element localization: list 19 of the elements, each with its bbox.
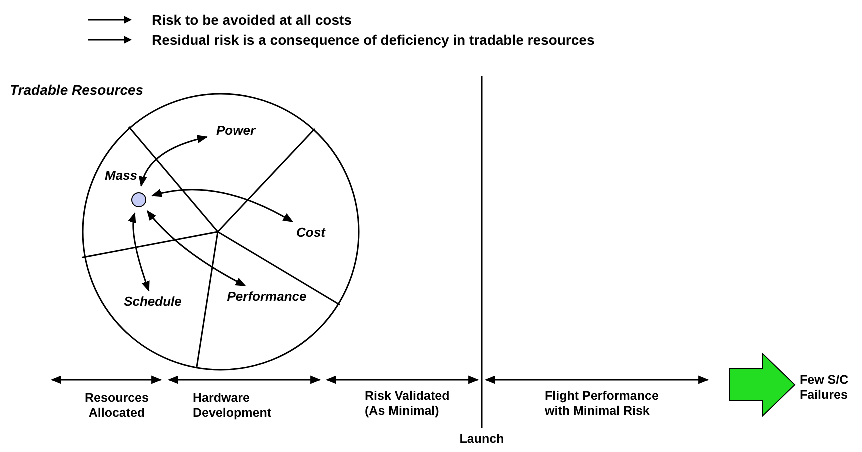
curved-arrow: [140, 135, 208, 188]
outcome-label: Few S/C Failures: [800, 373, 850, 403]
segment-label: Performance: [218, 289, 316, 305]
phase-label: Flight Performance with Minimal Risk: [545, 389, 660, 419]
phase-label: Risk Validated (As Minimal): [365, 389, 451, 419]
diagram-heading: Tradable Resources: [10, 82, 144, 98]
mass-dot: [131, 192, 147, 208]
segment-label: Mass: [105, 168, 138, 184]
segment-label: Cost: [292, 225, 330, 241]
segment-label: Schedule: [117, 294, 189, 310]
phase-label: Resources Allocated: [84, 391, 150, 421]
curved-arrow: [146, 210, 246, 287]
curved-arrow: [151, 189, 294, 223]
legend-text: Risk to be avoided at all costs: [152, 12, 352, 28]
milestone-label: Launch: [458, 432, 506, 447]
segment-label: Power: [210, 123, 262, 139]
legend-text: Residual risk is a consequence of deficiency in tradable resources: [152, 32, 595, 48]
curved-arrow: [128, 212, 150, 292]
phase-label: Hardware Development: [193, 391, 272, 421]
